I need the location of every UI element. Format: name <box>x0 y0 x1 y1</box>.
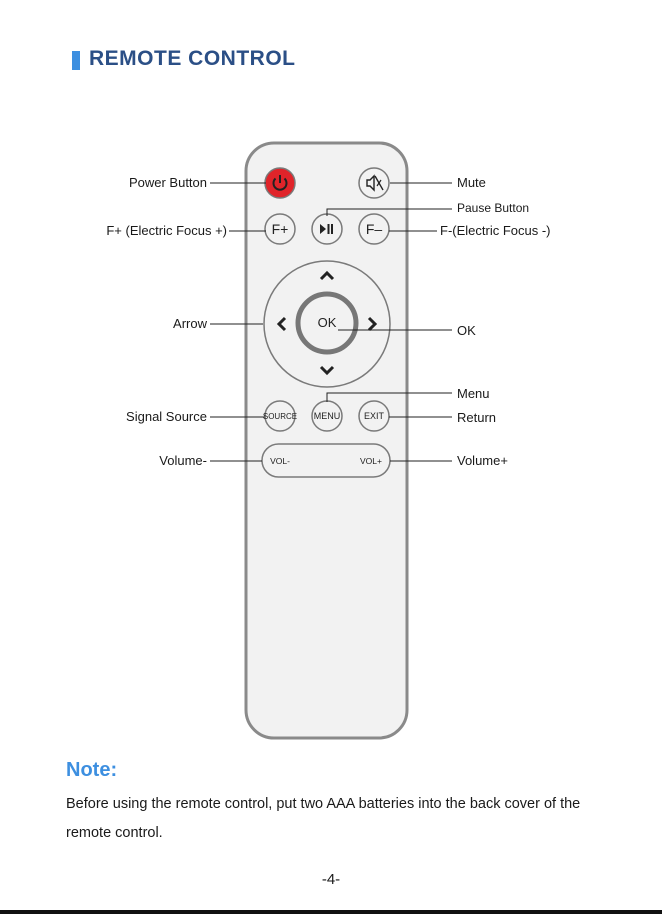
ok-button-label: OK <box>318 315 337 330</box>
label-return: Return <box>457 410 496 425</box>
note-text: Before using the remote control, put two… <box>66 790 626 848</box>
label-mute: Mute <box>457 175 486 190</box>
play-pause-button[interactable] <box>312 214 342 244</box>
power-button[interactable] <box>265 168 295 198</box>
note-heading: Note: <box>66 759 117 782</box>
label-volume-minus: Volume- <box>159 453 207 468</box>
vol-plus-label[interactable]: VOL+ <box>360 456 382 466</box>
label-power-button: Power Button <box>129 175 207 190</box>
exit-button[interactable]: EXIT <box>359 401 389 431</box>
f-plus-button[interactable]: F+ <box>265 214 295 244</box>
label-volume-plus: Volume+ <box>457 453 508 468</box>
label-signal-source: Signal Source <box>126 409 207 424</box>
ok-button[interactable]: OK <box>298 294 356 352</box>
label-ok: OK <box>457 323 476 338</box>
bottom-rule <box>0 910 662 914</box>
source-button-label: SOURCE <box>263 412 297 421</box>
volume-rocker[interactable]: VOL- VOL+ <box>262 444 390 477</box>
vol-minus-label[interactable]: VOL- <box>270 456 290 466</box>
f-minus-button[interactable]: F– <box>359 214 389 244</box>
label-f-minus: F-(Electric Focus -) <box>440 223 551 238</box>
page-number: -4- <box>0 871 662 888</box>
label-menu: Menu <box>457 386 490 401</box>
label-f-plus: F+ (Electric Focus +) <box>106 223 227 238</box>
f-plus-label: F+ <box>272 221 289 237</box>
mute-button[interactable] <box>359 168 389 198</box>
label-arrow: Arrow <box>173 316 208 331</box>
menu-button-label: MENU <box>314 411 341 421</box>
f-minus-label: F– <box>366 221 383 237</box>
exit-button-label: EXIT <box>364 411 385 421</box>
menu-button[interactable]: MENU <box>312 401 342 431</box>
label-pause-button: Pause Button <box>457 201 529 215</box>
